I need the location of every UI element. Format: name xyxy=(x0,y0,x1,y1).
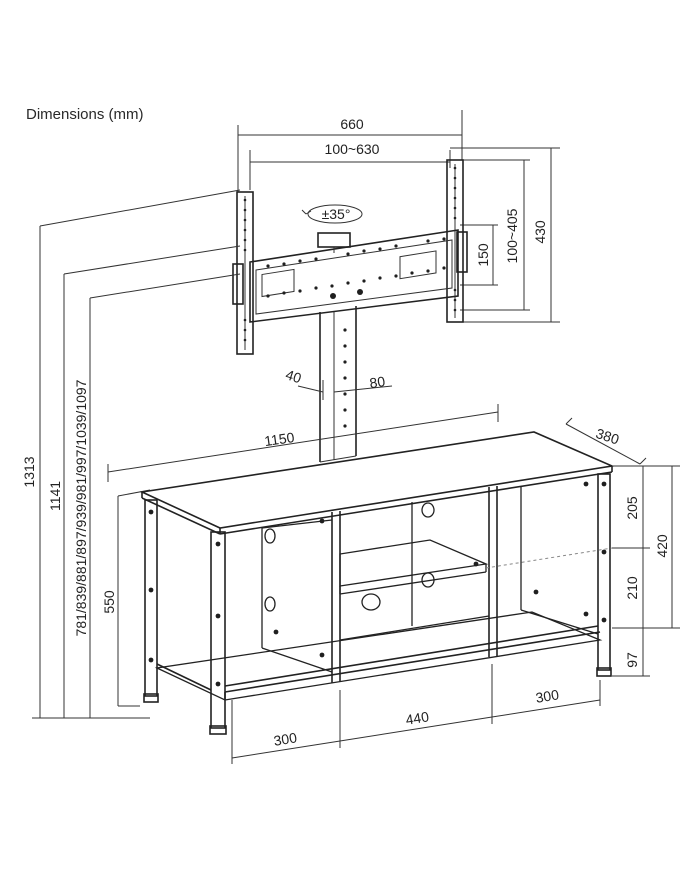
width-660-dimension: 660 xyxy=(237,110,463,192)
cabinet-right-dimensions: 205 420 210 97 xyxy=(612,465,680,677)
label-550: 550 xyxy=(101,590,117,614)
label-660: 660 xyxy=(340,116,364,132)
label-380: 380 xyxy=(594,425,621,448)
label-80: 80 xyxy=(368,373,386,391)
label-97: 97 xyxy=(624,652,640,668)
height-430-dimension: 430 xyxy=(450,147,560,323)
center-pole xyxy=(319,306,357,463)
label-vesa-h: 100~630 xyxy=(325,141,380,157)
label-205: 205 xyxy=(624,496,640,520)
label-vesa-v: 100~405 xyxy=(504,208,520,263)
label-440: 440 xyxy=(404,708,430,727)
total-height-dimension: 1313 xyxy=(21,189,241,719)
label-420: 420 xyxy=(654,534,670,558)
width-1150-dimension: 1150 xyxy=(107,404,499,482)
depth-380-dimension: 380 xyxy=(565,417,647,465)
vesa-v-dimension: 100~405 xyxy=(460,159,530,311)
height-options-dimension: 781/839/881/897/939/981/997/1039/1097 xyxy=(73,273,241,718)
label-40: 40 xyxy=(284,366,304,386)
label-210: 210 xyxy=(624,576,640,600)
label-height-options: 781/839/881/897/939/981/997/1039/1097 xyxy=(73,379,89,636)
label-150: 150 xyxy=(475,243,491,267)
label-1141: 1141 xyxy=(47,481,63,511)
bottom-dimensions: 300 440 300 xyxy=(231,664,601,764)
height-1141-dimension: 1141 xyxy=(47,245,241,718)
tv-bracket xyxy=(232,159,468,355)
label-1150: 1150 xyxy=(263,429,295,449)
tilt-indicator: ±35° xyxy=(301,204,363,224)
label-430: 430 xyxy=(532,220,548,244)
label-1313: 1313 xyxy=(21,456,37,487)
label-tilt: ±35° xyxy=(322,206,351,222)
vesa-h-dimension: 100~630 xyxy=(249,141,451,190)
height-550-dimension: 550 xyxy=(101,489,151,707)
label-300-left: 300 xyxy=(272,729,298,748)
label-300-right: 300 xyxy=(534,686,560,705)
offset-dimension: 40 80 xyxy=(284,366,393,400)
page-title: Dimensions (mm) xyxy=(26,106,144,123)
bracket-150-dimension: 150 xyxy=(460,224,498,286)
